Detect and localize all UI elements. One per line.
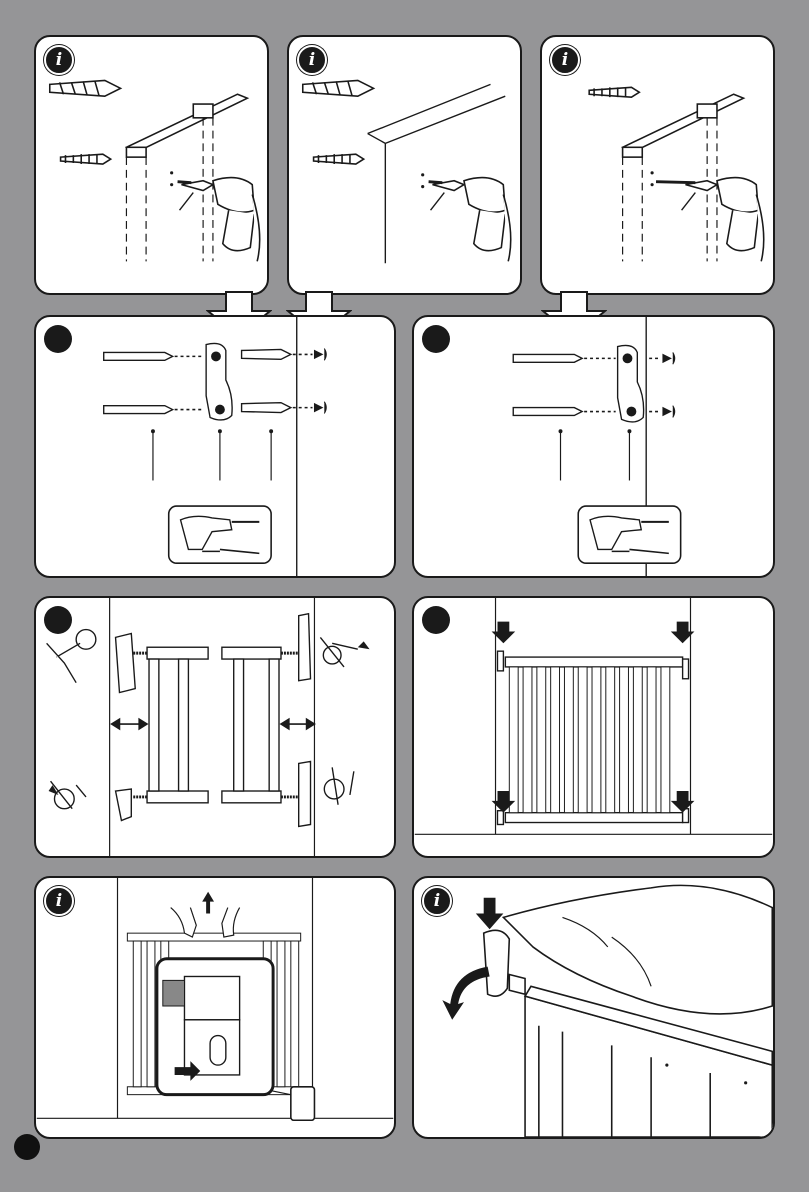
adjust-gate-width-illustration [36, 598, 394, 856]
step-marker-icon [422, 606, 450, 634]
mount-brackets-with-plugs-illustration [36, 317, 394, 576]
panel-lift-gate-detail: i [34, 876, 396, 1139]
step-marker-icon [44, 606, 72, 634]
open-gate-latch-illustration [414, 878, 773, 1137]
step-marker-icon [422, 325, 450, 353]
info-icon: i [297, 45, 327, 75]
panel-mount-brackets-with-plugs [34, 315, 396, 578]
lift-gate-detail-illustration [36, 878, 394, 1137]
info-icon: i [44, 45, 74, 75]
panel-open-gate-latch: i [412, 876, 775, 1139]
drill-wood-frame-illustration [542, 37, 773, 293]
info-icon: i [550, 45, 580, 75]
page-number-marker [14, 1134, 40, 1160]
panel-mount-brackets-no-plugs [412, 315, 775, 578]
install-gate-illustration [414, 598, 773, 856]
drill-solid-wall-illustration [289, 37, 520, 293]
mount-brackets-no-plugs-illustration [414, 317, 773, 576]
panel-drill-wood-frame: i [540, 35, 775, 295]
info-icon: i [44, 886, 74, 916]
panel-install-gate [412, 596, 775, 858]
step-marker-icon [44, 325, 72, 353]
panel-adjust-gate-width [34, 596, 396, 858]
panel-drill-wall-with-plug: i [34, 35, 269, 295]
drill-wall-illustration [36, 37, 267, 293]
panel-drill-solid-wall: i [287, 35, 522, 295]
info-icon: i [422, 886, 452, 916]
